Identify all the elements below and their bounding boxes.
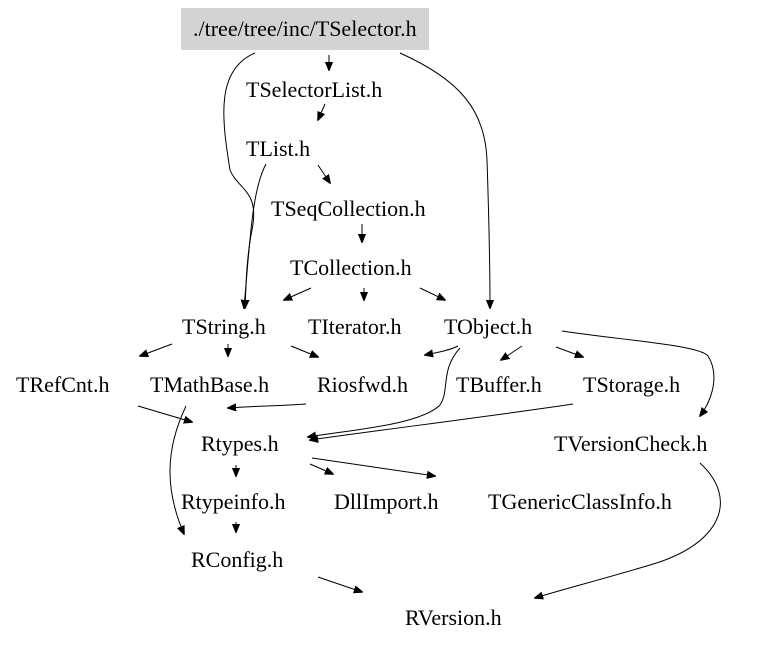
node-trefcnt[interactable]: TRefCnt.h (16, 372, 110, 397)
node-tcollection[interactable]: TCollection.h (290, 255, 412, 280)
node-tselectorlist[interactable]: TSelectorList.h (246, 77, 383, 102)
node-tbuffer[interactable]: TBuffer.h (456, 372, 542, 397)
edge-root-to-tobject (399, 52, 490, 308)
node-tgenericclassinfo[interactable]: TGenericClassInfo.h (488, 489, 672, 514)
node-tversioncheck[interactable]: TVersionCheck.h (554, 431, 708, 456)
node-root[interactable]: ./tree/tree/inc/TSelector.h (181, 8, 429, 50)
node-riosfwd[interactable]: Riosfwd.h (317, 372, 409, 397)
node-titerator[interactable]: TIterator.h (308, 314, 402, 339)
node-dllimport[interactable]: DllImport.h (334, 489, 439, 514)
node-tobject[interactable]: TObject.h (444, 314, 533, 339)
edge-tobject-to-tstorage (555, 346, 583, 357)
edge-tstring-to-riosfwd (290, 345, 318, 357)
edge-rtypes-to-tgenericclassinfo (311, 457, 435, 476)
edge-trefcnt-to-rtypes (137, 405, 192, 422)
node-rconfig[interactable]: RConfig.h (191, 547, 284, 572)
edge-tcollection-to-tstring (284, 287, 312, 300)
node-tstorage[interactable]: TStorage.h (583, 372, 681, 397)
edge-rconfig-to-rversion (317, 576, 362, 592)
edge-tstorage-to-rtypes (310, 403, 574, 440)
edge-tobject-to-rtypes (308, 347, 461, 437)
edge-rtypes-to-dllimport (309, 463, 333, 474)
edge-tobject-to-tversioncheck (561, 330, 715, 416)
edge-tstring-to-trefcnt (140, 343, 173, 356)
node-tseqcollection[interactable]: TSeqCollection.h (271, 196, 426, 221)
edge-tobject-to-tbuffer (501, 345, 523, 360)
edge-rtypes-to-rconfig (169, 405, 187, 534)
node-rtypeinfo[interactable]: Rtypeinfo.h (181, 489, 286, 514)
edge-tlist-to-tseqcollection (317, 164, 330, 183)
node-tstring[interactable]: TString.h (182, 314, 266, 339)
node-tlist[interactable]: TList.h (246, 136, 311, 161)
edge-tobject-to-riosfwd (425, 345, 459, 355)
edge-tlist-to-tstring (244, 163, 267, 308)
edge-tselectorlist-to-tlist (318, 103, 326, 120)
edge-riosfwd-to-tmathbase (228, 404, 307, 408)
edge-tversioncheck-to-rversion (535, 462, 721, 598)
node-tmathbase[interactable]: TMathBase.h (150, 372, 270, 397)
node-rtypes[interactable]: Rtypes.h (201, 431, 279, 456)
node-rversion[interactable]: RVersion.h (405, 605, 502, 630)
edge-tcollection-to-tobject (419, 287, 445, 300)
